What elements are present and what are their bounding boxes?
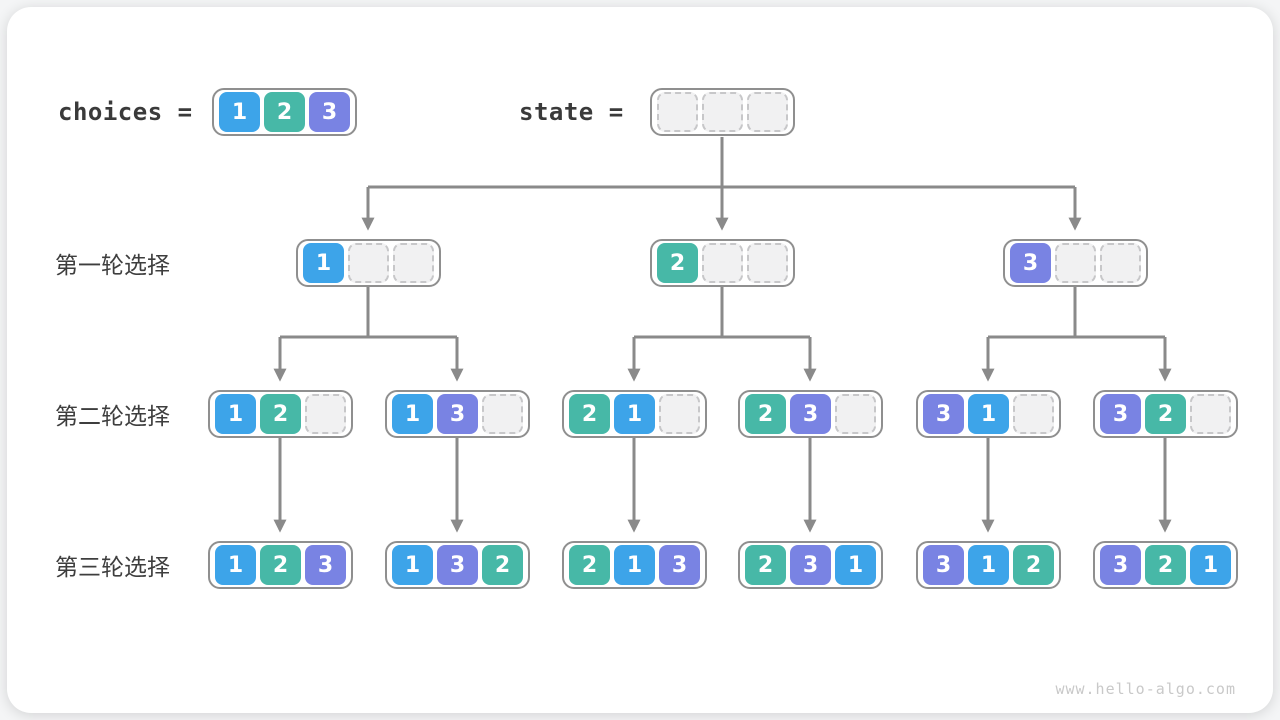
state-cell: 1 <box>392 394 433 434</box>
state-cell: 3 <box>1010 243 1051 283</box>
choice-cell: 2 <box>264 92 305 132</box>
state-node: 2 1 <box>562 390 707 438</box>
choice-cell: 1 <box>219 92 260 132</box>
state-cell: 3 <box>923 545 964 585</box>
state-cell: 3 <box>790 394 831 434</box>
state-cell <box>702 243 743 283</box>
state-cell: 3 <box>1100 394 1141 434</box>
equals-sign: = <box>608 98 624 126</box>
state-cell <box>482 394 523 434</box>
state-cell: 3 <box>305 545 346 585</box>
state-cell <box>1013 394 1054 434</box>
state-cell <box>348 243 389 283</box>
state-cell <box>1055 243 1096 283</box>
state-cell: 1 <box>392 545 433 585</box>
state-cell: 2 <box>1145 545 1186 585</box>
state-cell: 3 <box>790 545 831 585</box>
state-keyword: state <box>519 98 594 126</box>
state-cell: 1 <box>968 394 1009 434</box>
round-2-label: 第二轮选择 <box>55 403 170 429</box>
state-cell <box>835 394 876 434</box>
state-node: 3 2 1 <box>1093 541 1238 589</box>
state-cell: 1 <box>215 394 256 434</box>
state-node: 3 <box>1003 239 1148 287</box>
state-cell <box>747 92 788 132</box>
state-node: 3 1 2 <box>916 541 1061 589</box>
state-cell: 1 <box>614 394 655 434</box>
state-cell <box>747 243 788 283</box>
equals-sign: = <box>177 98 193 126</box>
state-cell: 3 <box>923 394 964 434</box>
state-node: 1 2 <box>208 390 353 438</box>
choices-label: choices = <box>58 88 193 136</box>
state-cell <box>657 92 698 132</box>
state-cell: 3 <box>1100 545 1141 585</box>
state-cell <box>1100 243 1141 283</box>
state-cell: 2 <box>1145 394 1186 434</box>
state-label: state = <box>519 88 624 136</box>
state-cell: 3 <box>437 394 478 434</box>
round-3-label: 第三轮选择 <box>55 554 170 580</box>
state-cell <box>1190 394 1231 434</box>
state-node: 1 3 2 <box>385 541 530 589</box>
state-cell: 1 <box>303 243 344 283</box>
state-cell: 2 <box>569 545 610 585</box>
state-cell: 1 <box>835 545 876 585</box>
state-cell: 1 <box>1190 545 1231 585</box>
state-node: 1 2 3 <box>208 541 353 589</box>
state-box <box>650 88 795 136</box>
state-cell: 2 <box>260 545 301 585</box>
choice-cell: 3 <box>309 92 350 132</box>
state-cell: 2 <box>260 394 301 434</box>
state-cell <box>393 243 434 283</box>
state-cell <box>702 92 743 132</box>
state-cell: 1 <box>968 545 1009 585</box>
state-cell: 2 <box>482 545 523 585</box>
state-cell: 1 <box>215 545 256 585</box>
state-cell: 3 <box>437 545 478 585</box>
state-cell: 1 <box>614 545 655 585</box>
state-cell <box>659 394 700 434</box>
state-node: 2 1 3 <box>562 541 707 589</box>
choices-keyword: choices <box>58 98 163 126</box>
round-1-label: 第一轮选择 <box>55 252 170 278</box>
choices-box: 1 2 3 <box>212 88 357 136</box>
state-node: 3 2 <box>1093 390 1238 438</box>
state-node: 2 3 <box>738 390 883 438</box>
state-cell: 2 <box>745 545 786 585</box>
state-node: 1 <box>296 239 441 287</box>
state-node: 1 3 <box>385 390 530 438</box>
state-cell: 2 <box>657 243 698 283</box>
watermark: www.hello-algo.com <box>1055 680 1236 698</box>
state-cell: 3 <box>659 545 700 585</box>
state-node: 2 <box>650 239 795 287</box>
state-cell: 2 <box>569 394 610 434</box>
state-node: 2 3 1 <box>738 541 883 589</box>
state-cell <box>305 394 346 434</box>
state-cell: 2 <box>1013 545 1054 585</box>
state-node: 3 1 <box>916 390 1061 438</box>
state-cell: 2 <box>745 394 786 434</box>
